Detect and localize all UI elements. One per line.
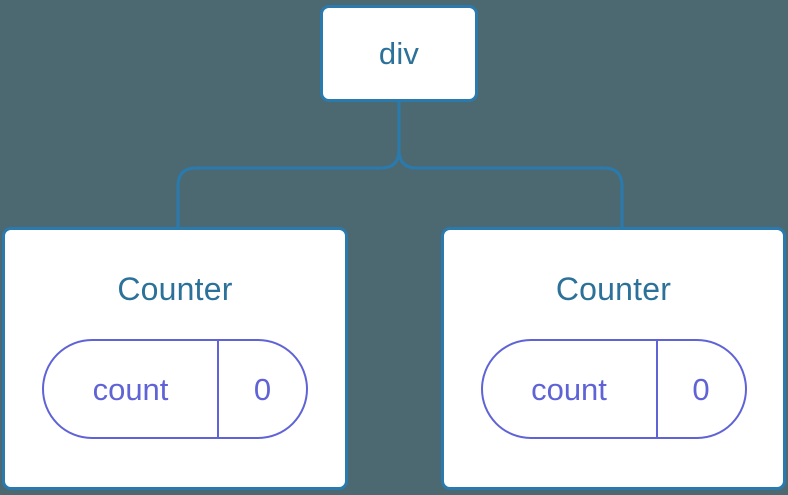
state-key-left: count: [44, 341, 219, 437]
node-counter-right[interactable]: Counter count 0: [441, 227, 786, 490]
node-div-label: div: [378, 36, 420, 71]
node-div[interactable]: div: [320, 5, 478, 102]
state-pill-left[interactable]: count 0: [42, 339, 308, 439]
node-counter-left[interactable]: Counter count 0: [2, 227, 348, 490]
node-counter-right-label: Counter: [555, 271, 672, 307]
state-pill-right[interactable]: count 0: [480, 339, 747, 439]
state-value-right: 0: [692, 371, 710, 407]
state-value-left: 0: [253, 371, 272, 407]
state-key-right: count: [483, 341, 658, 437]
node-counter-left-label: Counter: [117, 271, 233, 307]
